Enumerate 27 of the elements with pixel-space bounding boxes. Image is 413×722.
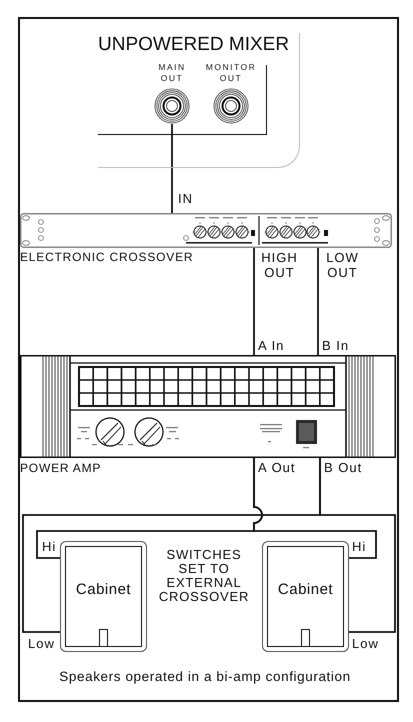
edge-label: Hi bbox=[41, 539, 58, 554]
cable-line bbox=[171, 124, 173, 213]
port-label: HIGH OUT bbox=[255, 250, 301, 280]
jack-label: MAIN OUT bbox=[157, 62, 187, 84]
device-caption: POWER AMP bbox=[20, 461, 102, 475]
power-amp-unit bbox=[20, 355, 396, 458]
cable-line bbox=[253, 458, 377, 559]
caption-text: Speakers operated in a bi-amp configuration bbox=[59, 669, 351, 685]
edge-label: Hi bbox=[351, 539, 368, 554]
cable-line bbox=[317, 248, 319, 355]
port-label: LOW OUT bbox=[319, 250, 363, 280]
device-caption: ELECTRONIC CROSSOVER bbox=[20, 250, 194, 264]
panel-title: UNPOWERED MIXER bbox=[98, 34, 290, 56]
mixer-panel bbox=[98, 33, 300, 168]
cabinet-label: Cabinet bbox=[76, 581, 132, 598]
port-label: B In bbox=[319, 338, 359, 354]
cable-line bbox=[319, 458, 396, 633]
note-text: SWITCHES SET TO EXTERNAL CROSSOVER bbox=[158, 548, 250, 604]
cabinet-label: Cabinet bbox=[278, 581, 334, 598]
edge-label: IN bbox=[177, 191, 194, 206]
port-label: A Out bbox=[255, 460, 299, 478]
jack-label: MONITOR OUT bbox=[204, 62, 258, 84]
edge-label: Low bbox=[351, 636, 380, 651]
port-label: B Out bbox=[321, 460, 365, 478]
edge-label: Low bbox=[27, 636, 56, 651]
port-label: A In bbox=[255, 338, 295, 354]
crossover-unit bbox=[20, 213, 392, 248]
